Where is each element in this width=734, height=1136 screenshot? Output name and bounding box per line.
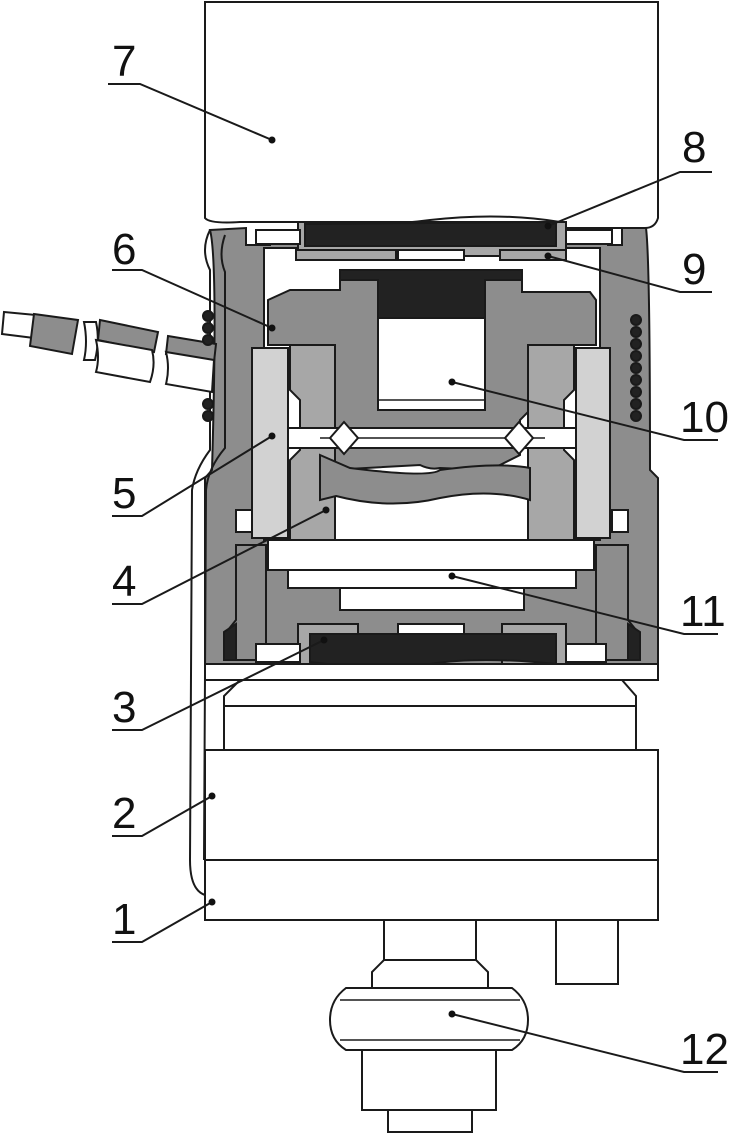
- label-11: 11: [680, 587, 726, 636]
- collar-band: [223, 705, 637, 751]
- right-post: [555, 919, 619, 985]
- label-12: 12: [680, 1025, 729, 1074]
- bottom-washer-right: [565, 643, 607, 663]
- lower-seal-left: [223, 622, 237, 661]
- lower-seal-right: [627, 622, 641, 661]
- fitting-lower: [361, 1049, 497, 1111]
- bushing-right: [503, 420, 535, 456]
- part-1-base: [204, 859, 659, 921]
- label-5: 5: [112, 469, 136, 518]
- nut-top: [371, 959, 489, 989]
- label-6: 6: [112, 225, 136, 274]
- part-2-block: [204, 749, 659, 861]
- label-2: 2: [112, 789, 136, 838]
- body-base-strip: [204, 663, 659, 681]
- fitting-tip: [387, 1109, 473, 1133]
- cable-channel: [188, 229, 211, 896]
- part-11-plate-mid: [287, 569, 577, 589]
- top-washer-left: [255, 229, 301, 245]
- part-10-shaft-body: [377, 317, 486, 411]
- label-3: 3: [112, 683, 136, 732]
- label-1: 1: [112, 895, 136, 944]
- part-3-center-slot: [397, 623, 465, 635]
- bottom-washer-left: [255, 643, 301, 663]
- coil-left: [202, 310, 214, 422]
- label-8: 8: [682, 123, 706, 172]
- cable-channel-inner: [203, 234, 226, 861]
- leader-lines: [108, 83, 718, 1073]
- part-9-ring-right: [499, 249, 567, 261]
- label-7: 7: [112, 37, 136, 86]
- part-5-bearing-left: [251, 347, 289, 539]
- top-washer-right: [565, 229, 613, 245]
- part-11-plate-top: [267, 539, 595, 571]
- label-9: 9: [682, 245, 706, 294]
- part-5-bearing-right: [575, 347, 611, 539]
- side-stop-left: [235, 509, 253, 533]
- cable-assembly: [0, 310, 218, 394]
- side-stop-right: [611, 509, 629, 533]
- part-3-bottom-plate: [309, 633, 557, 668]
- label-10: 10: [680, 393, 729, 442]
- part-7-top-housing: [204, 1, 659, 229]
- collar: [223, 679, 637, 707]
- label-4: 4: [112, 557, 136, 606]
- coil-right: [630, 314, 642, 422]
- part-12-fitting: [328, 987, 530, 1051]
- rotor-lower-curve: [319, 453, 531, 505]
- part-11-plate-low: [339, 587, 525, 611]
- part-9-center-slot: [397, 249, 465, 261]
- center-stem: [383, 919, 477, 961]
- part-9-ring-left: [295, 249, 397, 261]
- part-8-top-plate: [304, 220, 557, 247]
- bushing-left: [328, 420, 360, 456]
